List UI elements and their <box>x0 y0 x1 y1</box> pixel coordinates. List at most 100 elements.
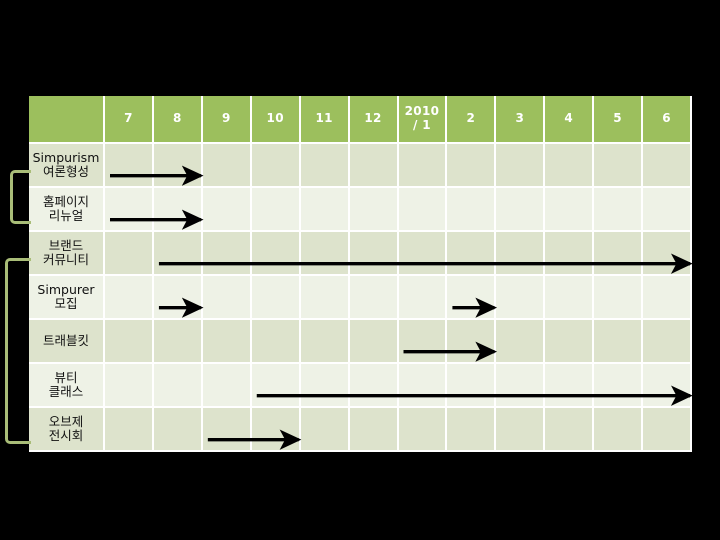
grid-cell <box>251 144 301 188</box>
grid-cell <box>643 320 692 364</box>
grid-cell <box>496 364 546 408</box>
grid-cell <box>349 144 399 188</box>
grid-cell <box>643 408 692 452</box>
table-corner-cell <box>29 96 105 144</box>
column-header-10: 4 <box>545 96 595 144</box>
grid-cell <box>300 188 350 232</box>
grid-cell <box>349 320 399 364</box>
grid-cell <box>447 232 497 276</box>
grid-cell <box>545 320 595 364</box>
grid-cell <box>202 364 252 408</box>
grid-cell <box>594 408 644 452</box>
grid-cell <box>105 364 154 408</box>
grid-cell <box>398 232 448 276</box>
grid-cell <box>251 232 301 276</box>
grid-cell <box>251 408 301 452</box>
grid-cell <box>300 408 350 452</box>
grid-cell <box>153 408 203 452</box>
row-label-7: 오브제 전시회 <box>29 408 105 452</box>
grid-cell <box>105 188 154 232</box>
group-bracket-2 <box>5 258 31 445</box>
grid-cell <box>105 144 154 188</box>
grid-cell <box>496 144 546 188</box>
grid-cell <box>398 320 448 364</box>
grid-cell <box>398 188 448 232</box>
grid-cell <box>447 364 497 408</box>
grid-cell <box>447 408 497 452</box>
row-label-6: 뷰티 클래스 <box>29 364 105 408</box>
grid-cell <box>153 276 203 320</box>
column-header-3: 9 <box>202 96 252 144</box>
grid-cell <box>545 188 595 232</box>
grid-cell <box>398 276 448 320</box>
column-header-6: 12 <box>349 96 399 144</box>
grid-cell <box>545 364 595 408</box>
grid-cell <box>643 188 692 232</box>
grid-cell <box>496 232 546 276</box>
grid-cell <box>349 408 399 452</box>
grid-cell <box>643 276 692 320</box>
grid-cell <box>594 188 644 232</box>
grid-cell <box>496 188 546 232</box>
grid-cell <box>105 408 154 452</box>
column-header-5: 11 <box>300 96 350 144</box>
grid-cell <box>398 408 448 452</box>
column-header-7: 2010 / 1 <box>398 96 448 144</box>
row-label-3: 브랜드 커뮤니티 <box>29 232 105 276</box>
column-header-4: 10 <box>251 96 301 144</box>
grid-cell <box>349 188 399 232</box>
grid-cell <box>594 144 644 188</box>
grid-cell <box>447 276 497 320</box>
column-header-1: 7 <box>105 96 154 144</box>
grid-cell <box>643 232 692 276</box>
grid-cell <box>398 364 448 408</box>
row-label-1: Simpurism 여론형성 <box>29 144 105 188</box>
grid-cell <box>202 276 252 320</box>
column-header-12: 6 <box>643 96 692 144</box>
grid-cell <box>594 364 644 408</box>
grid-cell <box>251 188 301 232</box>
grid-cell <box>153 232 203 276</box>
row-label-5: 트래블킷 <box>29 320 105 364</box>
grid-cell <box>153 364 203 408</box>
grid-cell <box>545 276 595 320</box>
row-label-2: 홈페이지 리뉴얼 <box>29 188 105 232</box>
row-label-4: Simpurer 모집 <box>29 276 105 320</box>
grid-cell <box>300 144 350 188</box>
grid-cell <box>398 144 448 188</box>
grid-cell <box>105 320 154 364</box>
column-header-8: 2 <box>447 96 497 144</box>
grid-cell <box>447 320 497 364</box>
grid-cell <box>202 408 252 452</box>
column-header-2: 8 <box>153 96 203 144</box>
grid-cell <box>251 364 301 408</box>
grid-cell <box>643 144 692 188</box>
grid-cell <box>105 232 154 276</box>
grid-cell <box>447 188 497 232</box>
grid-cell <box>251 276 301 320</box>
grid-cell <box>153 320 203 364</box>
grid-cell <box>594 232 644 276</box>
grid-cell <box>300 232 350 276</box>
grid-cell <box>496 320 546 364</box>
grid-cell <box>545 144 595 188</box>
grid-cell <box>202 232 252 276</box>
grid-cell <box>349 364 399 408</box>
grid-cell <box>202 188 252 232</box>
grid-cell <box>545 408 595 452</box>
grid-cell <box>349 232 399 276</box>
grid-cell <box>447 144 497 188</box>
column-header-9: 3 <box>496 96 546 144</box>
grid-cell <box>545 232 595 276</box>
grid-cell <box>300 276 350 320</box>
grid-cell <box>202 320 252 364</box>
grid-cell <box>202 144 252 188</box>
grid-cell <box>594 320 644 364</box>
grid-cell <box>153 188 203 232</box>
group-bracket-1 <box>10 170 31 225</box>
grid-cell <box>594 276 644 320</box>
grid-cell <box>496 276 546 320</box>
grid-cell <box>496 408 546 452</box>
